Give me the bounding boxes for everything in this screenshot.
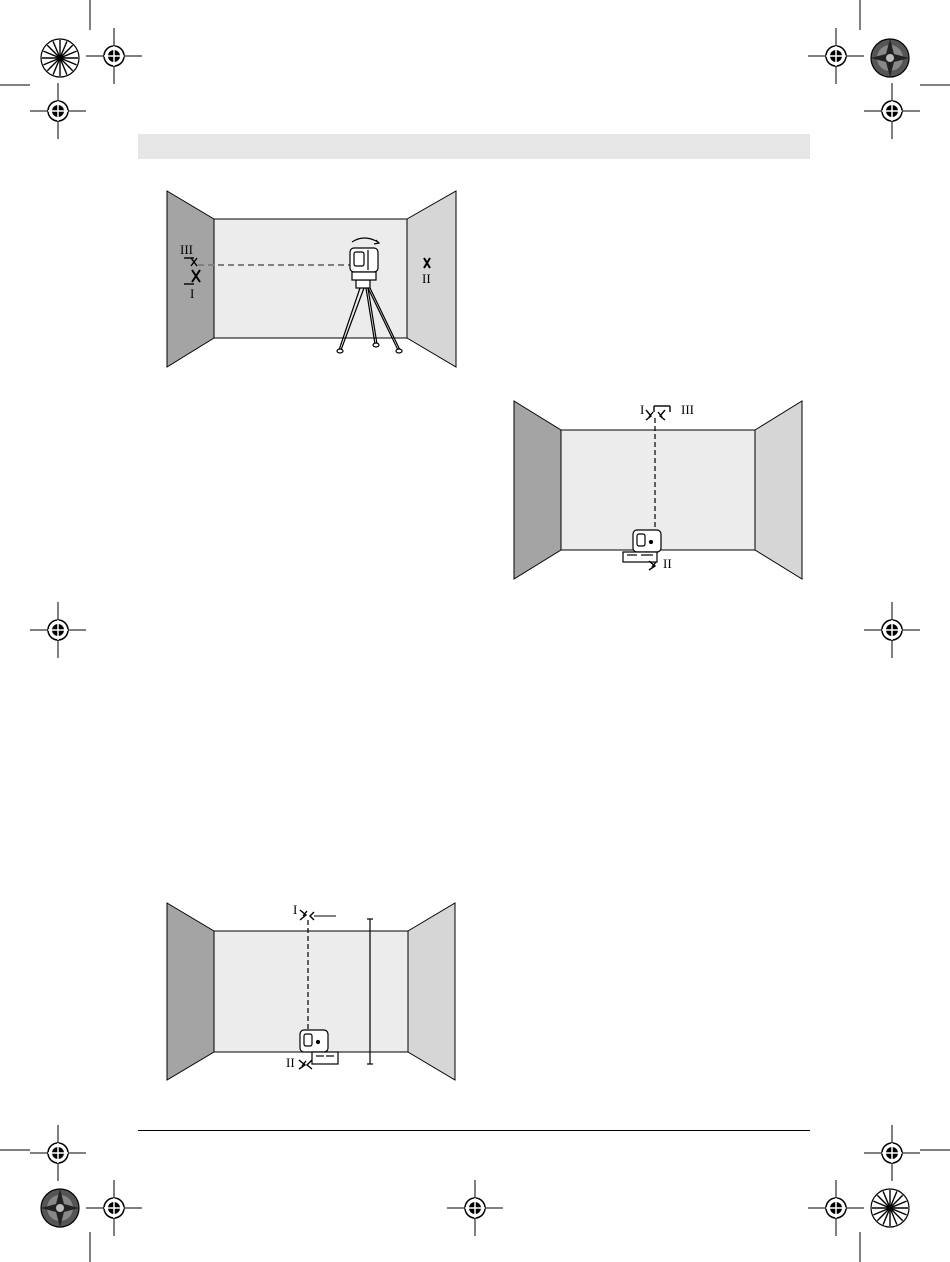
crosshair-top-left-icon	[86, 28, 142, 84]
crosshair-right-top-icon	[864, 83, 920, 139]
starburst-bottom-right-icon	[870, 1188, 910, 1228]
crosshair-left-bottom-icon	[30, 1125, 86, 1181]
crosshair-left-middle-icon	[30, 602, 86, 658]
crosshair-bottom-left-icon	[86, 1180, 142, 1236]
color-target-top-right-icon	[870, 38, 910, 78]
starburst-top-left-icon	[40, 38, 80, 78]
crosshair-right-bottom-icon	[864, 1125, 920, 1181]
color-target-bottom-left-icon	[40, 1188, 80, 1228]
crosshair-left-top-icon	[30, 83, 86, 139]
crosshair-right-middle-icon	[864, 602, 920, 658]
crosshair-bottom-center-icon	[447, 1180, 503, 1236]
crosshair-top-right-icon	[808, 28, 864, 84]
crosshair-bottom-right-icon	[808, 1180, 864, 1236]
